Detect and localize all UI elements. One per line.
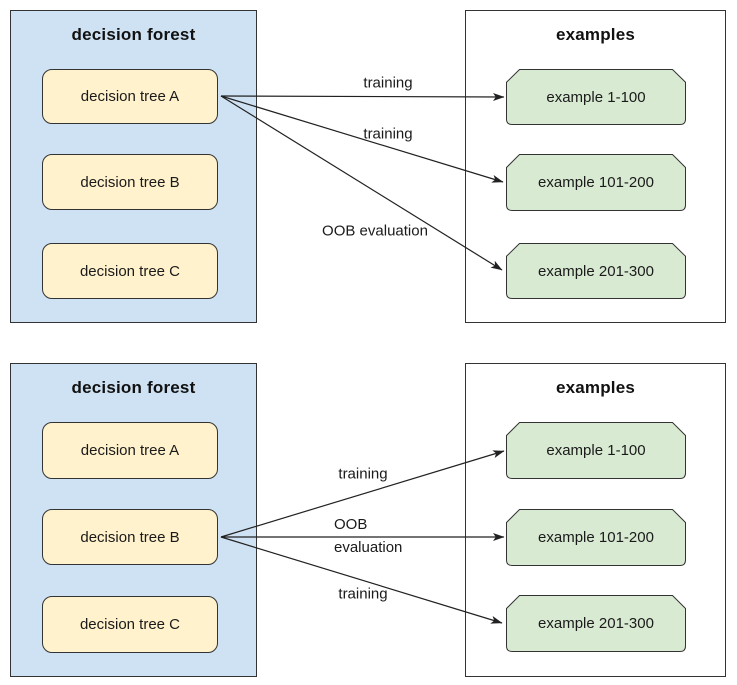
card-shape: [506, 243, 686, 299]
tree-node-label: decision tree A: [80, 88, 180, 105]
examples-title-top: examples: [555, 25, 636, 44]
tree-node-label: decision tree C: [79, 616, 181, 633]
card-shape: [506, 422, 686, 479]
arrow-label-oob-evaluation: OOB evaluation: [334, 516, 403, 556]
arrow-label-training: training: [338, 465, 388, 483]
example-node-label: example 1-100: [546, 442, 646, 459]
card-shape: [506, 595, 686, 652]
arrow-training-a-1: [220, 92, 505, 101]
example-node-3-bottom: example 201-300: [506, 595, 686, 652]
tree-node-a-top: decision tree A: [42, 69, 218, 124]
example-node-label: example 1-100: [546, 88, 646, 106]
example-node-label: example 101-200: [538, 529, 654, 546]
arrow-label-training: training: [363, 74, 413, 92]
arrow-training-a-2: [220, 95, 504, 183]
tree-node-label: decision tree C: [79, 262, 181, 280]
example-node-label: example 201-300: [538, 262, 654, 280]
forest-title-top: decision forest: [71, 25, 196, 44]
example-node-label: example 101-200: [538, 174, 654, 191]
examples-title-bottom: examples: [555, 378, 636, 397]
arrow-label-oob-evaluation: OOB evaluation: [322, 222, 428, 240]
example-node-2-bottom: example 101-200: [506, 509, 686, 566]
tree-node-label: decision tree A: [80, 442, 180, 459]
tree-node-label: decision tree B: [80, 528, 180, 546]
arrow-label-training: training: [363, 125, 413, 143]
arrow-label-training: training: [338, 585, 388, 603]
tree-node-b-bottom: decision tree B: [42, 509, 218, 565]
example-node-2-top: example 101-200: [506, 154, 686, 211]
example-node-label: example 201-300: [538, 615, 654, 632]
tree-node-label: decision tree B: [80, 173, 180, 191]
card-shape: [506, 69, 686, 125]
example-node-3-top: example 201-300: [506, 243, 686, 299]
example-node-1-top: example 1-100: [506, 69, 686, 125]
tree-node-c-top: decision tree C: [42, 243, 218, 299]
card-shape: [506, 509, 686, 566]
tree-node-b-top: decision tree B: [42, 154, 218, 210]
forest-title-bottom: decision forest: [71, 378, 196, 397]
tree-node-a-bottom: decision tree A: [42, 422, 218, 479]
tree-node-c-bottom: decision tree C: [42, 596, 218, 653]
example-node-1-bottom: example 1-100: [506, 422, 686, 479]
card-shape: [506, 154, 686, 211]
arrow-oob-a-3: [220, 95, 503, 271]
